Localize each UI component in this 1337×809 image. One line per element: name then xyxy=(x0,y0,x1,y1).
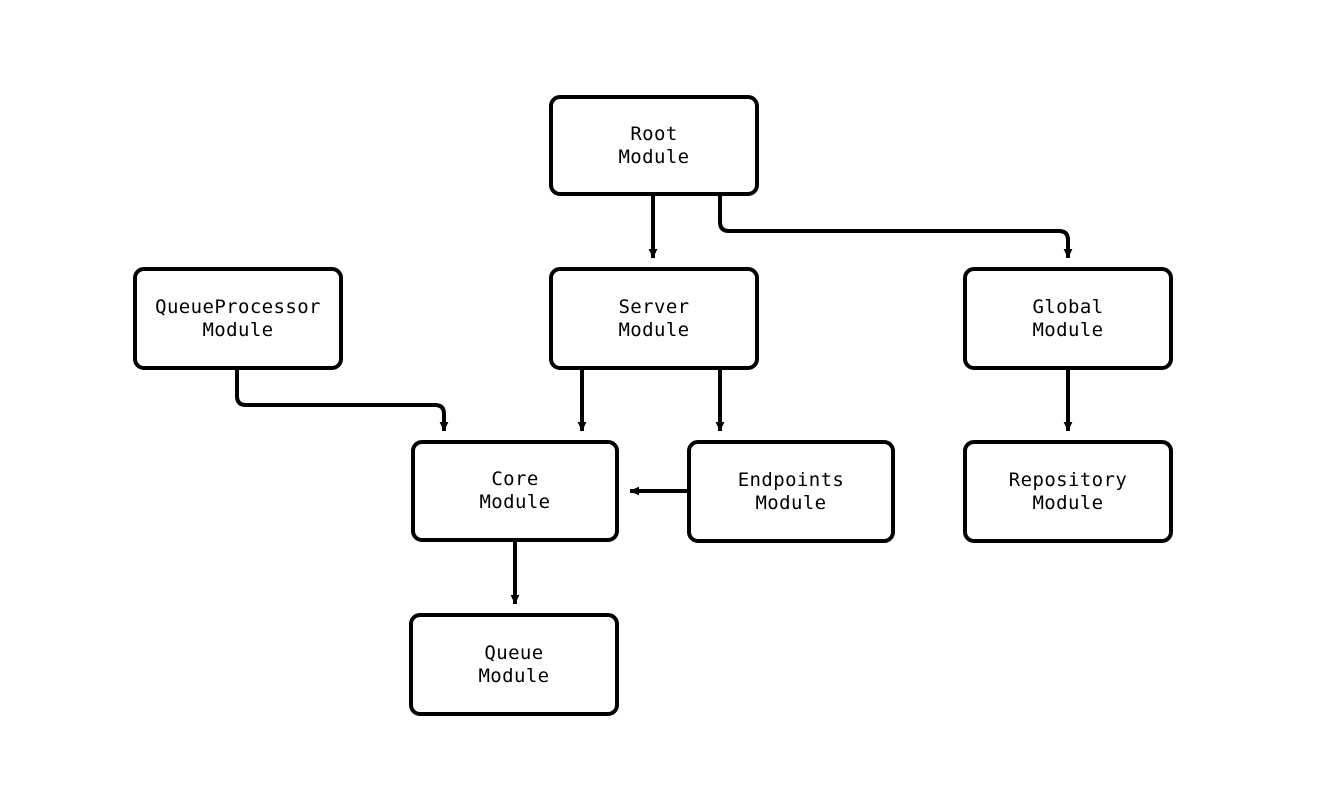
node-queue-label-line1: Queue xyxy=(484,641,544,664)
edge-queueprocessor-to-core xyxy=(235,370,449,432)
node-core-label-line2: Module xyxy=(479,491,551,513)
node-queueprocessor-label-line1: QueueProcessor xyxy=(155,295,321,318)
node-endpoints-label-line1: Endpoints xyxy=(737,468,845,491)
edge-root-to-global xyxy=(718,196,1073,259)
node-repository-label-line2: Module xyxy=(1032,491,1104,514)
node-server-label-line2: Module xyxy=(618,318,690,341)
node-queue-label-line2: Module xyxy=(478,664,550,687)
node-root-label-line1: Root xyxy=(630,122,678,145)
node-core-label-line1: Core xyxy=(491,468,539,490)
node-server-label-line1: Server xyxy=(618,295,690,318)
node-global-label-line1: Global xyxy=(1032,295,1104,318)
node-queueprocessor-label-line2: Module xyxy=(202,318,274,341)
node-global-label-line2: Module xyxy=(1032,318,1104,341)
node-endpoints-label-line2: Module xyxy=(755,491,827,514)
node-root-label-line2: Module xyxy=(618,145,690,168)
edges-group xyxy=(235,196,1073,605)
node-repository-label-line1: Repository xyxy=(1008,468,1128,491)
